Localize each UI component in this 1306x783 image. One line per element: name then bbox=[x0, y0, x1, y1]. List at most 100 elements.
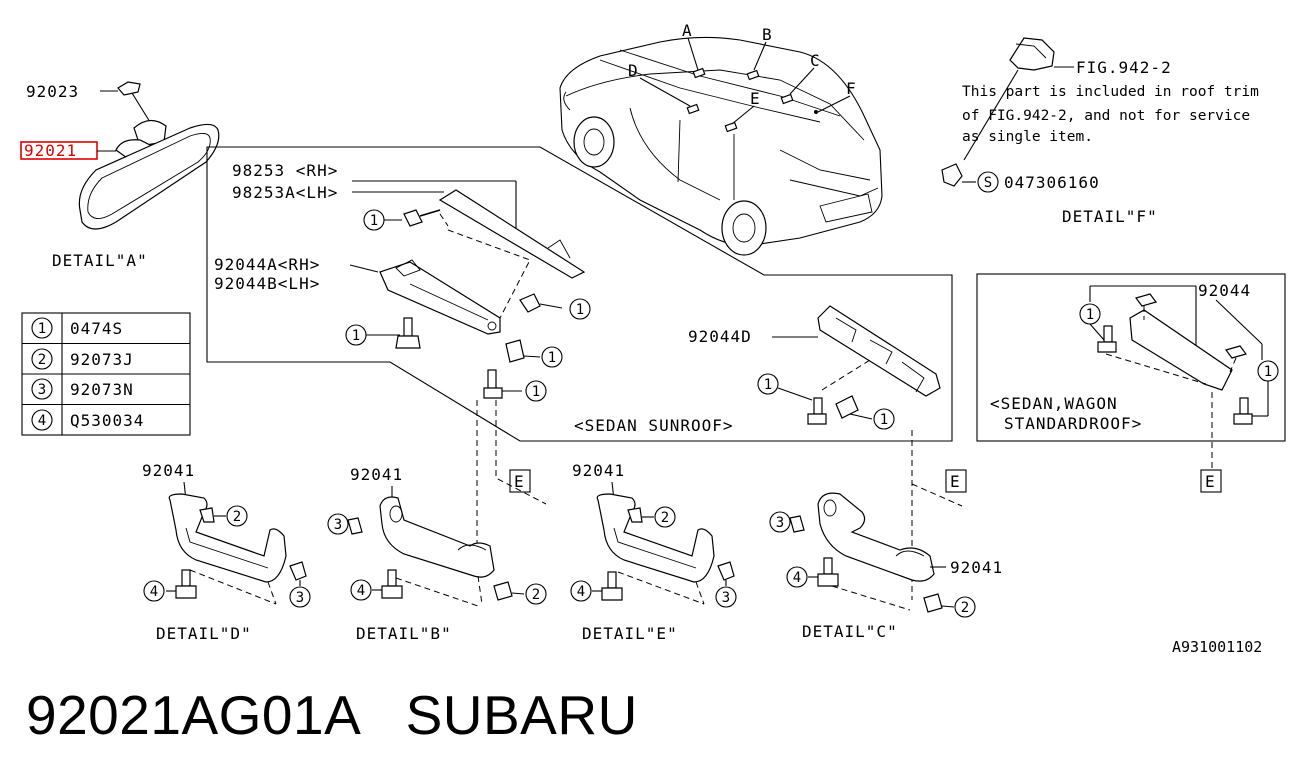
svg-text:2: 2 bbox=[233, 509, 241, 525]
caption-sedan-sunroof: <SEDAN SUNROOF> bbox=[574, 416, 734, 435]
svg-text:1: 1 bbox=[576, 302, 584, 318]
svg-text:3: 3 bbox=[334, 517, 342, 533]
ref-box-e-left: E bbox=[509, 469, 531, 493]
legend-row: 3 92073N bbox=[31, 378, 134, 400]
caption-detail-e: DETAIL"E" bbox=[582, 624, 678, 643]
front-wheel bbox=[573, 116, 615, 168]
label-92044d: 92044D bbox=[688, 327, 752, 346]
handle-detail-b: 92041 3 4 2 DETAIL"B" bbox=[327, 465, 547, 643]
grip-handle bbox=[596, 493, 715, 583]
svg-text:2: 2 bbox=[661, 510, 669, 526]
car-letter-e: E bbox=[750, 89, 761, 108]
legend-code: 92073N bbox=[70, 380, 134, 399]
label-92021-highlighted[interactable]: 92021 bbox=[24, 141, 77, 160]
legend-row: 4 Q530034 bbox=[31, 409, 144, 431]
svg-text:4: 4 bbox=[577, 584, 585, 600]
roof-clip bbox=[1009, 37, 1055, 71]
grip-handle bbox=[379, 496, 495, 578]
svg-text:E: E bbox=[1205, 472, 1216, 491]
svg-text:3: 3 bbox=[38, 382, 46, 398]
car-letter-a: A bbox=[682, 21, 693, 40]
mirror-body bbox=[78, 123, 220, 230]
svg-text:E: E bbox=[950, 472, 961, 491]
handle-detail-e: 92041 2 3 4 DETAIL"E" bbox=[570, 461, 737, 643]
handle-detail-d: 92041 2 3 4 DETAIL"D" bbox=[142, 461, 311, 643]
svg-text:1: 1 bbox=[532, 384, 540, 400]
svg-text:3: 3 bbox=[296, 590, 304, 606]
svg-text:1: 1 bbox=[548, 350, 556, 366]
note-line: of FIG.942-2, and not for service bbox=[962, 108, 1250, 124]
legend-code: 0474S bbox=[70, 319, 123, 338]
svg-text:2: 2 bbox=[38, 352, 46, 368]
caption-standard-line1: <SEDAN,WAGON bbox=[990, 394, 1118, 413]
svg-text:3: 3 bbox=[722, 590, 730, 606]
label-92044b-lh: 92044B<LH> bbox=[214, 274, 320, 293]
fig-ref: FIG.942-2 bbox=[1076, 58, 1172, 77]
svg-text:1: 1 bbox=[880, 412, 888, 428]
svg-text:1: 1 bbox=[352, 328, 360, 344]
legend-code: 92073J bbox=[70, 350, 134, 369]
rear-wheel bbox=[721, 200, 767, 256]
caption-detail-d: DETAIL"D" bbox=[156, 624, 252, 643]
svg-text:1: 1 bbox=[1264, 364, 1272, 380]
note-line: as single item. bbox=[962, 129, 1093, 145]
caption-detail-b: DETAIL"B" bbox=[356, 624, 452, 643]
svg-text:1: 1 bbox=[764, 377, 772, 393]
svg-text:4: 4 bbox=[357, 583, 365, 599]
svg-text:4: 4 bbox=[150, 584, 158, 600]
svg-text:1: 1 bbox=[1086, 307, 1094, 323]
svg-text:2: 2 bbox=[961, 600, 969, 616]
part-number-banner: 92021AG01A SUBARU bbox=[26, 683, 638, 747]
label-98253a-lh: 98253A<LH> bbox=[232, 183, 338, 202]
label-92041: 92041 bbox=[572, 461, 625, 480]
car-letter-f: F bbox=[846, 79, 857, 98]
caption-detail-a: DETAIL"A" bbox=[52, 251, 148, 270]
svg-text:4: 4 bbox=[793, 570, 801, 586]
caption-detail-f: DETAIL"F" bbox=[1062, 207, 1158, 226]
s-mark: S bbox=[984, 175, 992, 191]
label-92044: 92044 bbox=[1198, 281, 1251, 300]
legend-code: Q530034 bbox=[70, 411, 144, 430]
part-number: 92021AG01A bbox=[26, 684, 359, 746]
part-047306160: 047306160 bbox=[1004, 173, 1100, 192]
brand-name: SUBARU bbox=[405, 684, 638, 746]
legend-row: 2 92073J bbox=[31, 348, 134, 370]
legend-row: 1 0474S bbox=[31, 317, 123, 339]
label-92023: 92023 bbox=[26, 82, 79, 101]
svg-text:2: 2 bbox=[532, 587, 540, 603]
car-illustration: A B C D E F bbox=[559, 21, 883, 256]
svg-text:1: 1 bbox=[38, 321, 46, 337]
grip-handle bbox=[168, 493, 287, 583]
label-92044a-rh: 92044A<RH> bbox=[214, 255, 320, 274]
screw-f bbox=[941, 163, 963, 187]
car-letter-d: D bbox=[628, 61, 639, 80]
ref-box-e-right: E bbox=[1200, 469, 1222, 493]
handle-detail-c: 92041 3 4 2 DETAIL"C" bbox=[769, 492, 1003, 641]
standard-roof-box: 92044 1 1 <SEDAN,WAGON STANDARDROOF> bbox=[976, 273, 1286, 470]
label-98253-rh: 98253 <RH> bbox=[232, 161, 338, 180]
car-letter-c: C bbox=[810, 51, 821, 70]
label-92041: 92041 bbox=[950, 558, 1003, 577]
svg-text:4: 4 bbox=[38, 413, 46, 429]
sunroof-box: 98253 <RH> 98253A<LH> 1 92044A<RH> 92044… bbox=[206, 146, 953, 442]
car-letter-b: B bbox=[762, 25, 773, 44]
caption-standard-line2: STANDARDROOF> bbox=[1004, 414, 1142, 433]
label-92041: 92041 bbox=[142, 461, 195, 480]
detail-a-mirror: 92023 92021 DETAIL"A" bbox=[20, 81, 220, 270]
svg-text:3: 3 bbox=[776, 515, 784, 531]
svg-text:1: 1 bbox=[370, 213, 378, 229]
sunroof-rail bbox=[438, 189, 586, 279]
caption-detail-c: DETAIL"C" bbox=[802, 622, 898, 641]
legend-table: 1 0474S 2 92073J 3 92073N 4 Q530034 bbox=[21, 312, 191, 436]
ref-box-e-middle: E bbox=[945, 469, 967, 493]
grip-handle bbox=[817, 492, 935, 582]
figure-id: A931001102 bbox=[1172, 638, 1262, 656]
detail-f: FIG.942-2 This part is included in roof … bbox=[941, 37, 1259, 226]
svg-text:E: E bbox=[514, 472, 525, 491]
label-92041: 92041 bbox=[350, 465, 403, 484]
bracket-92044d bbox=[817, 305, 941, 397]
bracket-92044 bbox=[1129, 309, 1233, 391]
mirror-clip bbox=[117, 81, 141, 96]
note-line: This part is included in roof trim bbox=[962, 84, 1259, 100]
